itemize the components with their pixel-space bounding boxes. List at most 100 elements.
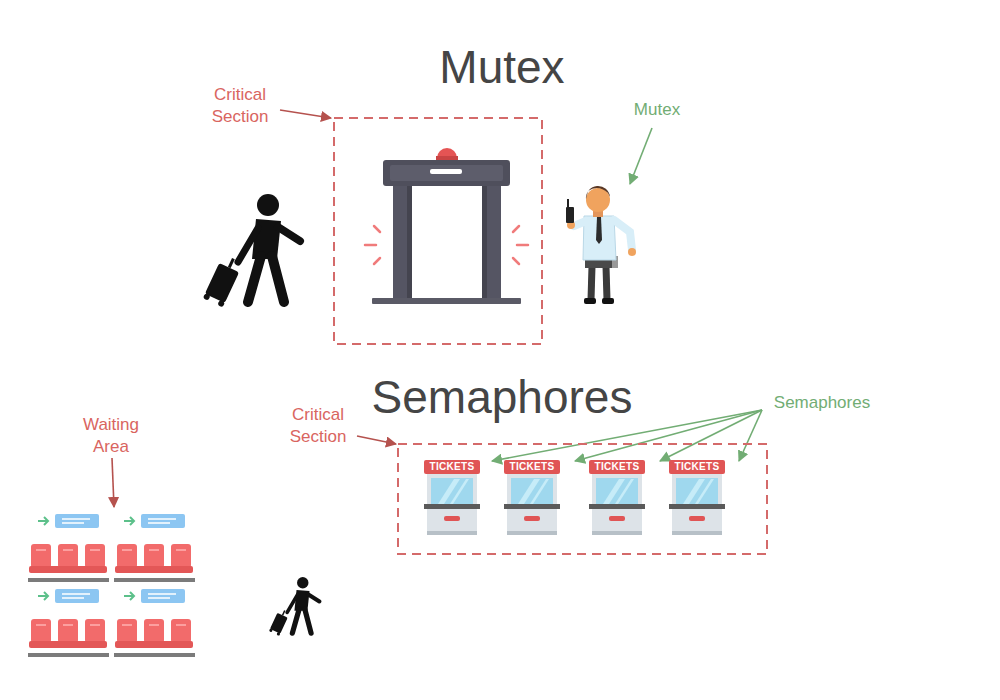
seat-group bbox=[28, 589, 109, 657]
section-heading: Semaphores bbox=[302, 367, 702, 427]
alarm-base bbox=[436, 156, 458, 160]
booth-window bbox=[511, 478, 553, 505]
seat-group bbox=[114, 514, 195, 582]
alarm-ticks bbox=[365, 226, 528, 264]
booth-base bbox=[427, 531, 477, 535]
booth-counter bbox=[669, 504, 725, 509]
detector-post-shade bbox=[482, 186, 487, 298]
leader-line bbox=[357, 436, 396, 444]
seat-back bbox=[85, 544, 105, 568]
suitcase-body bbox=[205, 263, 239, 303]
seat-back bbox=[58, 544, 78, 568]
alarm-tick bbox=[513, 258, 519, 264]
section-label: Critical Section bbox=[273, 404, 363, 448]
sign-line bbox=[62, 522, 84, 524]
leader-line bbox=[660, 410, 762, 461]
section-outline bbox=[333, 117, 543, 345]
traveler-head bbox=[257, 194, 279, 216]
walkie-antenna bbox=[567, 199, 569, 207]
sign-line bbox=[62, 518, 90, 520]
critical-section-border bbox=[398, 444, 767, 554]
traveler-leg bbox=[248, 256, 261, 302]
critical-section: Critical SectionTICKETSTICKETSTICKETSTIC… bbox=[397, 443, 768, 555]
leader-line bbox=[739, 410, 762, 461]
section-label: Critical Section bbox=[195, 84, 285, 128]
walkie-talkie bbox=[566, 207, 574, 223]
ticket-sign bbox=[589, 460, 645, 474]
booth-window bbox=[431, 478, 473, 505]
section-heading: Mutex bbox=[352, 37, 652, 97]
suitcase-wheel bbox=[203, 293, 211, 301]
window-glare bbox=[518, 479, 540, 504]
detector-display bbox=[430, 169, 462, 174]
guard-leg bbox=[591, 266, 592, 300]
booth-slot bbox=[689, 516, 705, 521]
leader-lines bbox=[112, 110, 762, 507]
ticket-booth: TICKETS bbox=[669, 460, 725, 535]
booth-slot bbox=[524, 516, 540, 521]
metal-detector bbox=[365, 148, 528, 304]
critical-section: Critical Section bbox=[333, 117, 543, 345]
ticket-sign bbox=[504, 460, 560, 474]
callout-label: Semaphores bbox=[742, 392, 902, 414]
callout-label: Waiting Area bbox=[71, 414, 151, 458]
alarm-tick bbox=[374, 258, 380, 264]
suitcase-wheel bbox=[217, 300, 225, 308]
leader-line bbox=[112, 458, 114, 507]
direction-sign bbox=[55, 514, 99, 528]
suitcase-handle bbox=[229, 259, 233, 268]
detector-post bbox=[393, 186, 412, 298]
seat-stitch bbox=[36, 549, 46, 551]
ticket-sign-text: TICKETS bbox=[504, 460, 560, 474]
booth-base bbox=[507, 531, 557, 535]
guard-shoe bbox=[602, 298, 614, 304]
booth-counter bbox=[504, 504, 560, 509]
ticket-sign bbox=[669, 460, 725, 474]
leader-line bbox=[630, 128, 652, 184]
traveler-icon bbox=[269, 577, 320, 636]
detector-post-shade bbox=[407, 186, 412, 298]
window-glare bbox=[603, 479, 625, 504]
guard-tie bbox=[596, 217, 602, 244]
detector-top bbox=[383, 160, 510, 186]
seat-group bbox=[114, 589, 195, 657]
window-glare bbox=[530, 479, 549, 504]
seat-stitch bbox=[63, 549, 73, 551]
detector-post bbox=[482, 186, 501, 298]
leader-line bbox=[280, 110, 331, 118]
suitcase bbox=[203, 254, 244, 308]
booth-window bbox=[676, 478, 718, 505]
seat-group bbox=[28, 514, 109, 582]
traveler-icon bbox=[203, 194, 300, 308]
booth-window bbox=[596, 478, 638, 505]
traveler-arm bbox=[278, 227, 300, 241]
traveler-arm bbox=[238, 228, 258, 262]
guard-hand bbox=[628, 248, 636, 256]
seat-row bbox=[29, 566, 107, 573]
ticket-sign bbox=[424, 460, 480, 474]
ticket-sign-text: TICKETS bbox=[669, 460, 725, 474]
seat-back bbox=[31, 544, 51, 568]
ticket-sign-text: TICKETS bbox=[424, 460, 480, 474]
guard-shoe bbox=[584, 298, 596, 304]
window-glare bbox=[615, 479, 634, 504]
ticket-booth: TICKETS bbox=[504, 460, 560, 535]
seat-bar bbox=[28, 578, 109, 582]
traveler-leg bbox=[272, 256, 284, 302]
callout-label: Mutex bbox=[597, 99, 717, 121]
window-glare bbox=[695, 479, 714, 504]
detector-panel bbox=[390, 165, 503, 181]
sign-arrow bbox=[38, 517, 48, 525]
window-glare bbox=[683, 479, 705, 504]
waiting-seats bbox=[28, 514, 195, 657]
alarm-tick bbox=[513, 226, 519, 232]
booth-base bbox=[592, 531, 642, 535]
ticket-booth: TICKETS bbox=[589, 460, 645, 535]
alarm-tick bbox=[517, 244, 528, 247]
security-guard bbox=[566, 186, 636, 304]
window-glare bbox=[450, 479, 469, 504]
booth-base bbox=[672, 531, 722, 535]
